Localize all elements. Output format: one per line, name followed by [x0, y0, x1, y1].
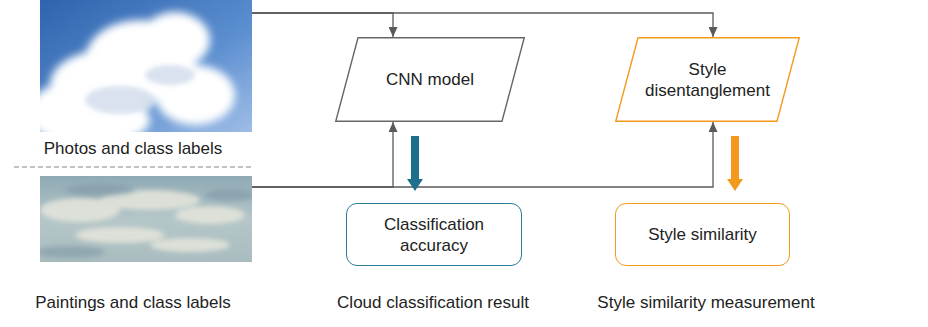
flow-arrow — [731, 136, 739, 179]
parallelogram-outline — [615, 37, 800, 122]
separator-line — [14, 166, 252, 167]
parallelogram-outline — [336, 38, 525, 122]
text-group: Classification accuracy — [357, 208, 511, 261]
text-group: Style similarity — [626, 208, 779, 261]
process-box: CNN model — [335, 37, 525, 122]
text-group: CNN model — [367, 41, 493, 118]
input-arrow — [252, 122, 713, 187]
input-caption: Photos and class labels — [44, 138, 223, 159]
cloud-painting — [40, 176, 252, 262]
photo-input: Photos and class labels — [14, 0, 252, 160]
cloud-photo — [40, 0, 252, 132]
caption-label: Style similarity measurement — [597, 292, 814, 313]
box-label: Style similarity — [648, 224, 757, 245]
result-box: Style similarity — [615, 203, 790, 266]
box-label: CNN model — [386, 69, 474, 90]
parallelogram-outline — [616, 38, 800, 122]
result-box: Classification accuracy — [346, 203, 522, 266]
text-group: Style disentanglement — [641, 41, 774, 118]
box-label: Classification accuracy — [357, 214, 511, 256]
text-group: Paintings and class labels — [14, 290, 252, 314]
caption-label: Cloud classification result — [337, 292, 529, 313]
input-arrow — [252, 122, 393, 187]
text-group: Photos and class labels — [14, 136, 252, 160]
input-caption: Paintings and class labels — [35, 292, 231, 313]
box-label: Style disentanglement — [641, 59, 774, 101]
flow-arrow — [411, 136, 419, 179]
painting-input: Paintings and class labels — [14, 176, 252, 314]
input-arrow — [252, 13, 713, 37]
process-box: Style disentanglement — [615, 37, 800, 122]
input-arrow — [252, 13, 393, 37]
